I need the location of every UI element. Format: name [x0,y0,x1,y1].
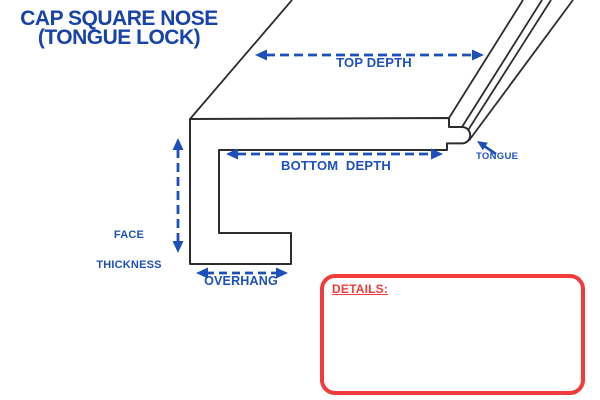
overhang-label: OVERHANG [204,274,278,288]
overhang-dimension-arrow [196,267,288,279]
perspective-edge-tongue-top [461,0,543,128]
arrowhead-up-left-icon [477,141,488,151]
bottom-depth-label: BOTTOM DEPTH [281,158,391,173]
perspective-edge-tongue-tip-upper [467,0,552,130]
page-title: CAP SQUARE NOSE (TONGUE LOCK) [0,7,238,49]
arrowhead-down-icon [172,241,184,253]
tongue-label: TONGUE [476,151,519,162]
top-depth-dimension-arrow [255,49,484,61]
page-title-line2: (TONGUE LOCK) [37,26,201,49]
arrowhead-right-icon [472,49,484,61]
tongue-callout-arrow [477,141,497,156]
details-box: DETAILS: [320,274,585,395]
details-heading: DETAILS: [332,282,389,296]
perspective-edges [189,0,574,142]
face-thickness-label: FACE THICKNESS [96,210,161,290]
perspective-edge-tongue-tip-lower [468,0,574,142]
perspective-edge-right [448,0,524,119]
arrowhead-left-icon [196,267,208,279]
face-thickness-label-line1: FACE [113,229,145,241]
arrowhead-left-icon [226,148,238,160]
arrowhead-left-icon [255,49,267,61]
face-thickness-dimension-arrow [172,138,184,253]
face-thickness-label-line2: THICKNESS [96,259,162,271]
arrowhead-up-icon [172,138,184,150]
bottom-depth-dimension-arrow [226,148,443,160]
profile-outline [189,117,472,265]
page-title-line1: CAP SQUARE NOSE [20,7,218,30]
arrowhead-right-icon [276,267,288,279]
perspective-edge-left [189,0,293,120]
arrowhead-right-icon [431,148,443,160]
top-depth-label: TOP DEPTH [336,55,412,70]
